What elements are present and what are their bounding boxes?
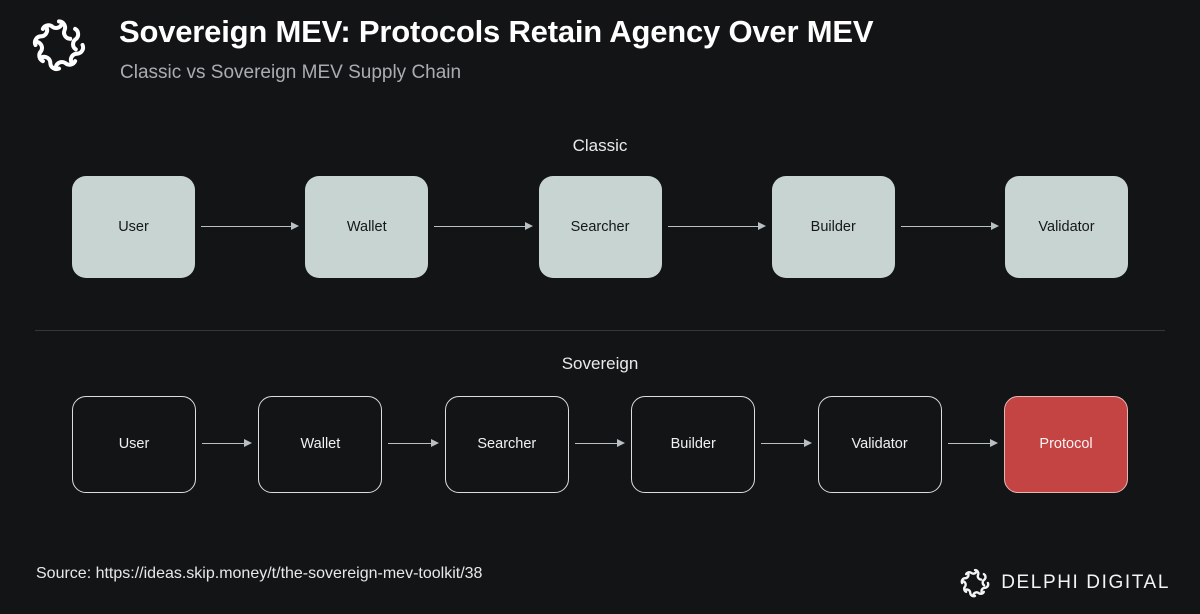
classic-node-builder[interactable]: Builder <box>771 176 895 278</box>
node-label: Protocol <box>1039 436 1093 452</box>
source-citation: Source: https://ideas.skip.money/t/the-s… <box>36 565 483 582</box>
page-subtitle: Classic vs Sovereign MEV Supply Chain <box>120 62 462 83</box>
arrow-line <box>667 226 760 228</box>
arrow-line <box>201 226 294 228</box>
node-label: Searcher <box>570 219 630 235</box>
node-label: Validator <box>851 436 908 452</box>
arrow-head-icon <box>757 222 766 230</box>
node-label: Validator <box>1038 219 1095 235</box>
slide-header: Sovereign MEV: Protocols Retain Agency O… <box>0 0 1200 110</box>
sovereign-node-user[interactable]: User <box>72 395 196 493</box>
classic-node-searcher[interactable]: Searcher <box>538 176 662 278</box>
arrow-line <box>434 226 527 228</box>
node-label: Wallet <box>346 219 387 235</box>
node-label: Searcher <box>477 436 537 452</box>
arrow-classic-2 <box>428 222 538 230</box>
arrow-head-icon <box>617 439 626 447</box>
arrow-head-icon <box>430 439 439 447</box>
node-label: User <box>118 436 150 452</box>
arrow-line <box>761 443 806 445</box>
classic-supply-chain: User Wallet Searcher Builder Validat <box>72 176 1128 278</box>
node-label: User <box>118 219 149 235</box>
arrow-line <box>574 443 620 445</box>
classic-node-wallet[interactable]: Wallet <box>305 176 429 278</box>
classic-section-label: Classic <box>572 136 628 155</box>
footer-brand: DELPHI DIGITAL <box>958 566 1170 600</box>
section-divider <box>35 330 1165 331</box>
arrow-classic-3 <box>662 222 772 230</box>
sovereign-supply-chain: User Wallet Searcher Builder Validat <box>72 395 1129 493</box>
delphi-knot-icon <box>958 566 992 600</box>
arrow-sovereign-2 <box>382 439 444 447</box>
arrow-line <box>900 226 993 228</box>
arrow-sovereign-1 <box>196 439 258 447</box>
arrow-head-icon <box>991 222 999 230</box>
sovereign-section-label: Sovereign <box>561 354 639 373</box>
sovereign-node-protocol[interactable]: Protocol <box>1004 395 1129 493</box>
node-label: Builder <box>810 219 856 235</box>
sovereign-node-builder[interactable]: Builder <box>631 395 756 493</box>
page-title: Sovereign MEV: Protocols Retain Agency O… <box>119 14 874 49</box>
arrow-sovereign-5 <box>942 439 1004 447</box>
arrow-classic-1 <box>195 222 305 230</box>
arrow-head-icon <box>244 439 253 447</box>
arrow-classic-4 <box>895 222 1005 230</box>
sovereign-node-validator[interactable]: Validator <box>817 395 942 493</box>
sovereign-node-wallet[interactable]: Wallet <box>258 395 383 493</box>
classic-node-validator[interactable]: Validator <box>1005 176 1128 278</box>
arrow-line <box>388 443 433 445</box>
arrow-sovereign-4 <box>755 439 817 447</box>
arrow-line <box>202 443 247 445</box>
arrow-line <box>947 443 993 445</box>
arrow-sovereign-3 <box>569 439 631 447</box>
arrow-head-icon <box>990 439 999 447</box>
node-label: Builder <box>670 436 716 452</box>
arrow-head-icon <box>291 222 300 230</box>
node-label: Wallet <box>300 436 341 452</box>
classic-node-user[interactable]: User <box>72 176 195 278</box>
delphi-wordmark: DELPHI DIGITAL <box>1001 572 1170 593</box>
arrow-head-icon <box>524 222 533 230</box>
arrow-head-icon <box>803 439 812 447</box>
sovereign-node-searcher[interactable]: Searcher <box>444 395 569 493</box>
delphi-knot-icon <box>28 14 90 76</box>
